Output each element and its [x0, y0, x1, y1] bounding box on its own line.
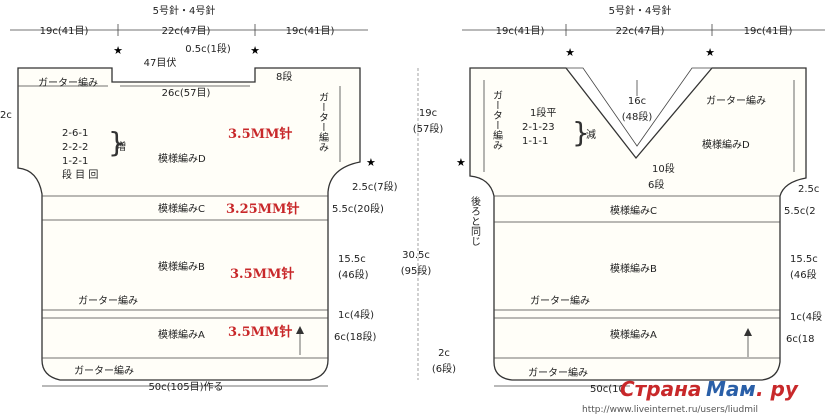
watermark-url: http://www.liveinternet.ru/users/liudmil: [582, 405, 758, 415]
back-v-depth-rows: (48段): [622, 110, 653, 123]
front-inc-3: 1-2-1: [62, 156, 88, 167]
front-garter-bottom: ガーター編み: [74, 364, 134, 377]
front-section-c: 5.5c(20段): [332, 202, 384, 215]
back-v-depth: 16c: [628, 96, 646, 107]
back-top-center: 22c(47目): [616, 26, 665, 37]
back-dec-label: 減: [586, 128, 596, 141]
front-inc-2: 2-2-2: [62, 142, 88, 153]
star-icon: ★: [366, 156, 376, 169]
front-height-upper-rows: (57段): [413, 122, 444, 135]
star-icon: ★: [456, 156, 466, 169]
back-pattern-c: 模様編みC: [610, 204, 657, 217]
front-top-left: 19c(41目): [40, 26, 89, 37]
front-pattern-b: 模様編みB: [158, 260, 205, 273]
front-neck-width: 26c(57目): [162, 88, 211, 99]
front-inc-1: 2-6-1: [62, 128, 88, 139]
front-inc-label: 増: [116, 140, 126, 153]
back-section-c: 5.5c(2: [784, 206, 816, 217]
front-pattern-d: 模様編みD: [158, 152, 206, 165]
watermark-ru: . ру: [756, 377, 799, 401]
front-section-b-rows: (46段): [338, 268, 369, 281]
front-top-right: 19c(41目): [286, 26, 335, 37]
back-same-as-back: 後ろと同じ: [469, 195, 481, 246]
back-pattern-a: 模様編みA: [610, 328, 657, 341]
back-section-b: 15.5c: [790, 254, 818, 265]
back-top-right: 19c(41目): [744, 26, 793, 37]
front-section-gm: 1c(4段): [338, 308, 374, 321]
front-outline: [17, 67, 361, 381]
front-pattern-a: 模様編みA: [158, 328, 205, 341]
back-top-dimensions: 5号針・4号針 19c(41目) 22c(47目) 19c(41目) ★ ★: [462, 4, 825, 59]
front-armhole: 2.5c(7段): [352, 180, 398, 193]
v-neck-inner: [566, 67, 712, 147]
front-size-b: 3.5MM针: [230, 266, 294, 282]
front-pattern-c: 模様編みC: [158, 202, 205, 215]
front-total: 30.5c: [402, 250, 430, 261]
back-panel: [469, 67, 807, 381]
back-garter-side-r: ガーター編み: [706, 94, 766, 107]
star-icon: ★: [113, 44, 123, 57]
back-section-gm: 1c(4段: [790, 310, 822, 323]
front-hem-rows: (6段): [432, 362, 456, 375]
back-needles: 5号針・4号針: [609, 4, 672, 17]
front-right-dimension: 19c (57段) 30.5c (95段) 2c (6段): [401, 68, 456, 380]
front-size-c: 3.25MM针: [226, 201, 299, 217]
back-top-left: 19c(41目): [496, 26, 545, 37]
front-section-a: 6c(18段): [334, 330, 376, 343]
star-icon: ★: [250, 44, 260, 57]
front-neck-bind: 47目伏: [144, 56, 177, 69]
back-section-a: 6c(18: [786, 334, 815, 345]
front-size-d: 3.5MM针: [228, 126, 292, 142]
watermark: Страна Мам . ру http://www.liveinternet.…: [582, 377, 799, 415]
needles-label: 5号針・4号針: [153, 4, 216, 17]
bracket-icon: }: [108, 126, 126, 159]
back-pattern-b: 模様編みB: [610, 262, 657, 275]
watermark-strana: Страна: [620, 377, 701, 401]
back-dec-1: 1段平: [530, 106, 556, 119]
watermark-mam: Мам: [706, 377, 756, 401]
front-panel: [17, 67, 361, 381]
back-dec-3: 1-1-1: [522, 136, 548, 147]
front-size-a: 3.5MM针: [228, 324, 292, 340]
back-garter-mid: ガーター編み: [530, 294, 590, 307]
front-garter-side: ガーター編み: [317, 92, 329, 152]
back-dec-2: 2-1-23: [522, 122, 555, 133]
back-armhole: 2.5c: [798, 184, 819, 195]
front-garter-top: ガーター編み: [38, 76, 98, 89]
back-pattern-d: 模様編みD: [702, 138, 750, 151]
back-v-bottom-2: 6段: [648, 178, 664, 191]
direction-arrow-icon: [744, 328, 752, 336]
back-garter-bottom: ガーター編み: [528, 366, 588, 379]
star-icon: ★: [705, 46, 715, 59]
front-section-b: 15.5c: [338, 254, 366, 265]
front-neck-depth: 0.5c(1段): [185, 42, 231, 55]
front-top-center: 22c(47目): [162, 26, 211, 37]
front-garter-mid: ガーター編み: [78, 294, 138, 307]
front-side-cut: 2c: [0, 110, 12, 121]
back-section-b-rows: (46段: [790, 268, 817, 281]
front-top-dimensions: 5号針・4号針 19c(41目) 22c(47目) 19c(41目) ★ ★: [10, 4, 368, 57]
front-hem: 2c: [438, 348, 450, 359]
front-cast-on: 50c(105目)作る: [148, 381, 223, 393]
back-cast-on: 50c(10: [590, 384, 625, 395]
bracket-icon: }: [572, 116, 590, 149]
back-garter-side-l: ガーター編み: [491, 90, 503, 150]
front-height-upper: 19c: [419, 108, 437, 119]
back-outline: [469, 67, 807, 381]
star-icon: ★: [565, 46, 575, 59]
back-v-bottom-1: 10段: [652, 162, 675, 175]
direction-arrow-icon: [296, 326, 304, 334]
front-neck-rows: 8段: [276, 70, 292, 83]
front-inc-legend: 段 目 回: [62, 168, 98, 181]
front-total-rows: (95段): [401, 264, 432, 277]
